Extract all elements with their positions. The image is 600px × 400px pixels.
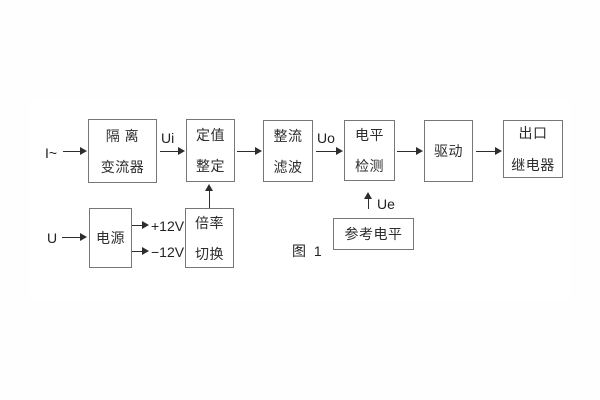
arrow-rectify-to-level (316, 147, 343, 155)
arrow-reference-ue (364, 192, 372, 209)
block-label-line: 出口 (518, 125, 548, 141)
block-label-line: 倍率 (195, 214, 224, 231)
input-voltage-label: U (47, 230, 58, 246)
input-current-label: I~ (45, 145, 58, 161)
signal-uo-label: Uo (317, 130, 335, 146)
block-isolation-converter: 隔 离 变流器 (88, 119, 157, 183)
block-reference-level: 参考电平 (333, 218, 414, 250)
block-label-line: 滤波 (273, 158, 303, 175)
block-label-line: 变流器 (100, 158, 145, 175)
block-drive: 驱动 (424, 120, 473, 182)
signal-ue-label: Ue (377, 196, 395, 212)
arrow-minus12v-output (132, 247, 149, 255)
block-label-line: 驱动 (434, 143, 463, 159)
block-label-line: 参考电平 (344, 226, 403, 242)
block-label-line: 检测 (355, 158, 384, 174)
block-label-line: 整定 (196, 158, 225, 174)
arrow-isolation-to-setting (160, 147, 185, 155)
arrow-voltage-input (62, 233, 87, 241)
arrow-drive-to-relay (476, 147, 502, 155)
arrow-setting-to-rectify (237, 147, 262, 155)
block-label-line: 切换 (195, 245, 224, 262)
block-label-line: 隔 离 (105, 127, 140, 144)
arrow-current-input (63, 147, 87, 155)
block-power-supply: 电源 (89, 208, 132, 268)
block-setting-adjust: 定值 整定 (186, 119, 235, 182)
rail-plus12v-label: +12V (151, 218, 185, 234)
block-label-line: 电源 (96, 230, 125, 246)
block-level-detect: 电平 检测 (344, 120, 395, 181)
block-label-line: 电平 (355, 127, 384, 143)
arrow-plus12v-output (132, 221, 149, 229)
block-label-line: 整流 (273, 127, 303, 144)
rail-minus12v-label: −12V (151, 244, 185, 260)
signal-ui-label: Ui (161, 130, 175, 146)
block-label-line: 定值 (196, 127, 225, 143)
block-output-relay: 出口 继电器 (503, 120, 563, 178)
arrow-ratio-to-setting (205, 184, 213, 208)
block-rectify-filter: 整流 滤波 (263, 120, 313, 182)
figure-caption: 图 1 (292, 243, 324, 259)
arrow-level-to-drive (397, 147, 423, 155)
block-ratio-switch: 倍率 切换 (185, 208, 234, 268)
block-label-line: 继电器 (511, 157, 555, 173)
